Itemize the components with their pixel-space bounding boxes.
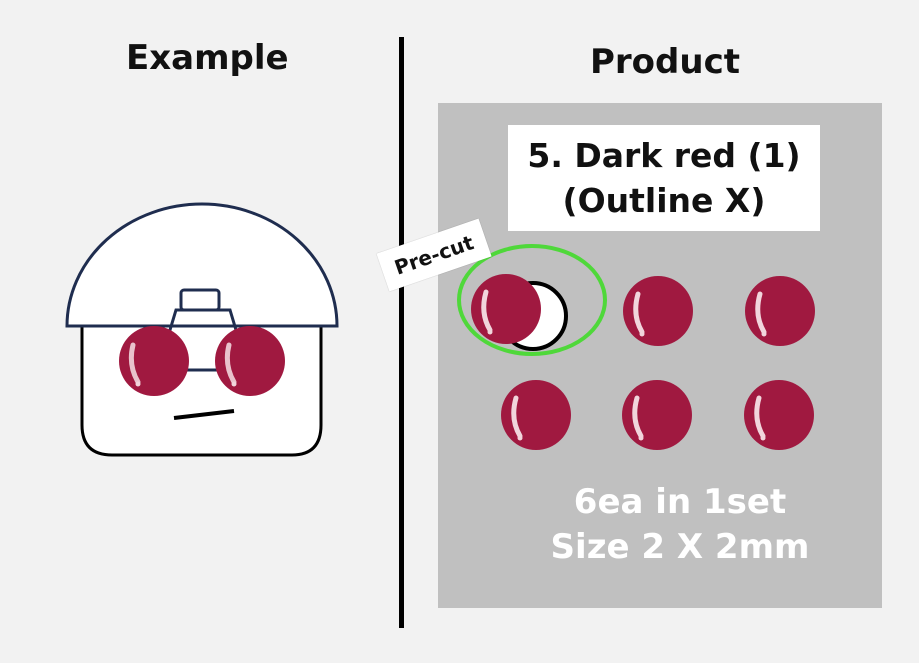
- example-character-illustration: [65, 202, 339, 457]
- product-name: 5. Dark red (1): [527, 136, 801, 175]
- gem-sticker-sheet: [457, 244, 815, 450]
- gem-sticker-2: [623, 276, 693, 346]
- precut-highlight-ring: [457, 244, 607, 356]
- divider-line: [399, 37, 404, 628]
- example-title: Example: [126, 38, 289, 78]
- product-note: (Outline X): [562, 181, 766, 220]
- character-hat: [65, 202, 339, 328]
- character-face: [80, 318, 323, 457]
- set-size: Size 2 X 2mm: [550, 527, 810, 567]
- set-quantity: 6ea in 1set: [573, 482, 787, 522]
- product-label-box: 5. Dark red (1) (Outline X): [508, 125, 820, 231]
- gem-sticker-3: [745, 276, 815, 346]
- character-mouth: [173, 409, 235, 420]
- gem-sticker-1: [471, 274, 541, 344]
- gem-sticker-4: [501, 380, 571, 450]
- product-title: Product: [590, 42, 740, 82]
- example-eye-left: [119, 326, 189, 396]
- set-info: 6ea in 1set Size 2 X 2mm: [540, 480, 820, 570]
- example-eye-right: [215, 326, 285, 396]
- gem-sticker-5: [622, 380, 692, 450]
- gem-sticker-6: [744, 380, 814, 450]
- goggle-top: [179, 288, 221, 312]
